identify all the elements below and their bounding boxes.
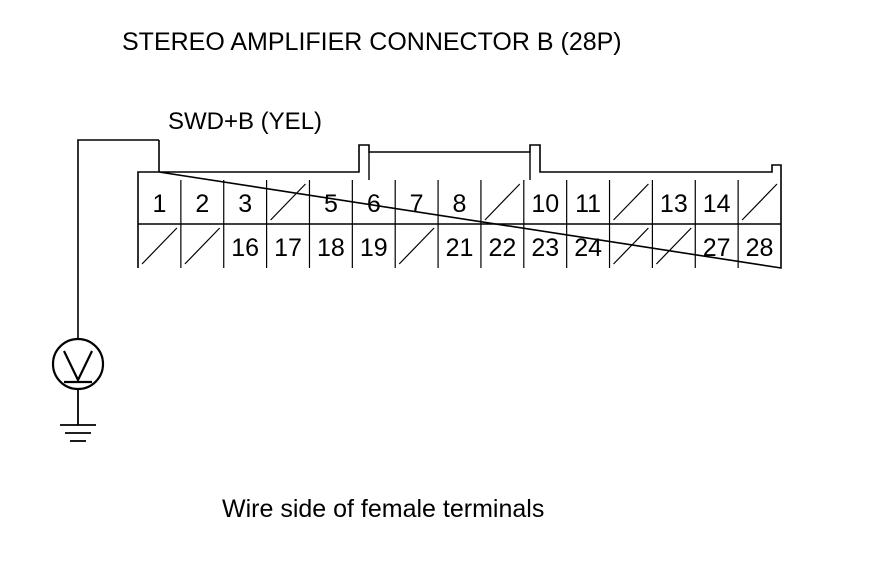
terminal-cavity: 13 (651, 180, 688, 224)
terminal-cavity (141, 227, 178, 265)
terminal-number: 6 (367, 190, 381, 218)
terminal-number: 3 (238, 190, 252, 218)
terminal-cavity (266, 180, 306, 224)
ground-icon (60, 389, 96, 442)
terminal-cavity: 24 (566, 224, 602, 268)
terminal-cavity: 11 (566, 180, 601, 224)
terminal-cavity: 3 (223, 180, 252, 224)
terminal-number: 1 (152, 190, 166, 218)
terminal-cavity: 6 (351, 180, 381, 224)
terminal-cavity: 7 (394, 180, 424, 224)
unused-terminal-mark (141, 227, 178, 265)
terminal-cavity: 17 (266, 224, 302, 268)
terminal-number: 17 (274, 234, 302, 262)
connector-housing (137, 140, 782, 269)
unused-terminal-mark (741, 183, 778, 221)
terminal-number: 11 (575, 190, 601, 218)
diagram-title: STEREO AMPLIFIER CONNECTOR B (28P) (122, 28, 622, 56)
terminal-cavity (180, 224, 221, 268)
terminal-number: 28 (746, 234, 774, 262)
terminal-cavity: 23 (523, 224, 559, 268)
terminal-cavity: 8 (437, 180, 467, 224)
test-lead-wire (77, 139, 159, 340)
terminal-number: 21 (446, 234, 474, 262)
unused-terminal-mark (613, 227, 649, 265)
terminal-row-1: 1 2 3 5 6 7 8 10 11 13 14 (152, 180, 778, 224)
terminal-number: 16 (231, 234, 259, 262)
terminal-cavity: 1 (152, 190, 166, 218)
terminal-cavity: 19 (351, 224, 388, 268)
terminal-cavity (737, 180, 778, 224)
terminal-row-2: 16 17 18 19 21 22 23 24 27 28 (141, 224, 774, 268)
terminal-number: 5 (324, 190, 338, 218)
terminal-cavity: 5 (308, 180, 338, 224)
terminal-number: 14 (703, 190, 731, 218)
unused-terminal-mark (184, 227, 221, 265)
terminal-cavity: 27 (694, 224, 731, 268)
terminal-cavity (651, 224, 692, 268)
terminal-number: 10 (531, 190, 559, 218)
terminal-cavity (608, 224, 649, 268)
terminal-number: 13 (660, 190, 688, 218)
unused-terminal-mark (613, 183, 649, 221)
terminal-number: 18 (317, 234, 345, 262)
unused-terminal-mark (655, 227, 692, 265)
terminal-cavity (394, 224, 435, 268)
terminal-cavity: 14 (694, 180, 731, 224)
terminal-number: 7 (410, 190, 424, 218)
terminal-cavity: 2 (180, 180, 209, 224)
terminal-number: 8 (453, 190, 467, 218)
diagram-caption: Wire side of female terminals (222, 495, 544, 523)
terminal-number: 22 (488, 234, 516, 262)
voltmeter-icon (51, 337, 105, 391)
terminal-cavity (608, 180, 649, 224)
terminal-number: 27 (703, 234, 731, 262)
terminal-number: 19 (360, 234, 388, 262)
terminal-cavity: 10 (523, 180, 559, 224)
unused-terminal-mark (484, 183, 521, 221)
terminal-cavity (480, 180, 521, 224)
terminal-cavity: 21 (437, 224, 474, 268)
terminal-number: 2 (195, 190, 209, 218)
terminal-cavity: 18 (308, 224, 345, 268)
wire-label: SWD+B (YEL) (168, 108, 322, 135)
terminal-number: 23 (531, 234, 559, 262)
unused-terminal-mark (270, 183, 306, 221)
unused-terminal-mark (398, 227, 435, 265)
terminal-cavity: 22 (480, 224, 516, 268)
terminal-number: 24 (574, 234, 602, 262)
terminal-cavity: 28 (737, 224, 774, 268)
terminal-cavity: 16 (223, 224, 259, 268)
